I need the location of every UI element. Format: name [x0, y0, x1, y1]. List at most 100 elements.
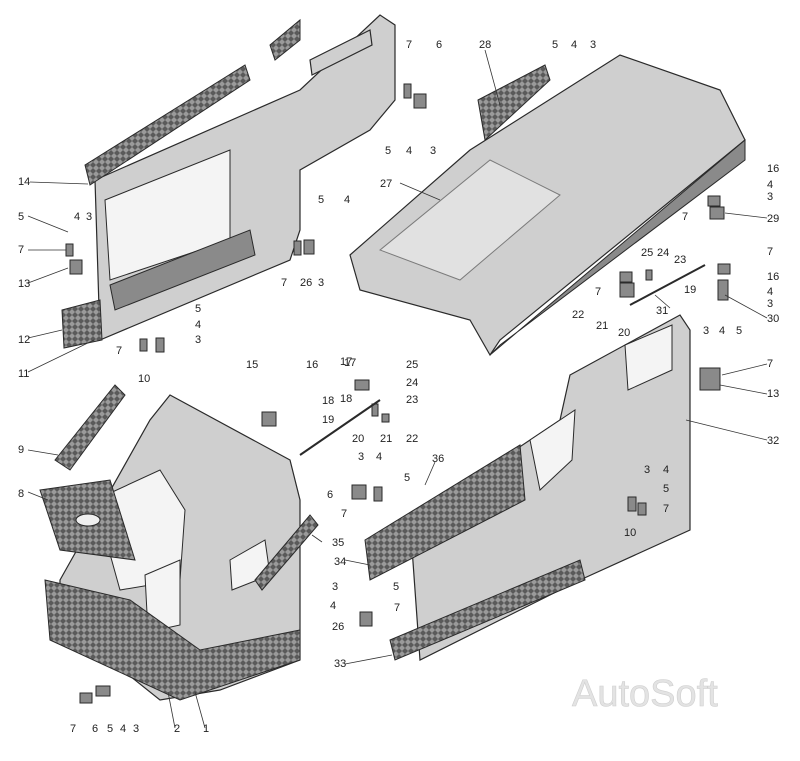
- callout-4: 4: [663, 464, 669, 476]
- callout-4: 4: [74, 211, 80, 223]
- callout-36: 36: [432, 453, 444, 465]
- callout-5: 5: [107, 723, 113, 735]
- callout-31: 31: [656, 305, 668, 317]
- callout-17: 17: [340, 356, 352, 368]
- callout-24: 24: [406, 377, 418, 389]
- callout-17: 17: [344, 357, 356, 369]
- callout-10: 10: [624, 527, 636, 539]
- right-step-upper: [364, 444, 526, 581]
- callout-5: 5: [404, 472, 410, 484]
- callout-5: 5: [393, 581, 399, 593]
- callout-28: 28: [479, 39, 491, 51]
- callout-7: 7: [663, 503, 669, 515]
- left-door-kick-plate: [61, 299, 103, 349]
- callout-8: 8: [18, 488, 24, 500]
- callout-5: 5: [195, 303, 201, 315]
- callout-5: 5: [663, 483, 669, 495]
- callout-7: 7: [394, 602, 400, 614]
- callout-10: 10: [138, 373, 150, 385]
- callout-1: 1: [203, 723, 209, 735]
- callout-5: 5: [552, 39, 558, 51]
- callout-22: 22: [572, 309, 584, 321]
- callout-23: 23: [674, 254, 686, 266]
- callout-16: 16: [767, 163, 779, 175]
- callout-35: 35: [332, 537, 344, 549]
- callout-5: 5: [385, 145, 391, 157]
- callout-16: 16: [306, 359, 318, 371]
- callout-19: 19: [684, 284, 696, 296]
- callout-25: 25: [641, 247, 653, 259]
- callout-3: 3: [590, 39, 596, 51]
- callout-9: 9: [18, 444, 24, 456]
- callout-7: 7: [341, 508, 347, 520]
- callout-25: 25: [406, 359, 418, 371]
- callout-15: 15: [246, 359, 258, 371]
- callout-32: 32: [767, 435, 779, 447]
- callout-11: 11: [18, 368, 29, 380]
- callout-3: 3: [133, 723, 139, 735]
- callout-13: 13: [18, 278, 30, 290]
- callout-3: 3: [86, 211, 92, 223]
- callout-7: 7: [281, 277, 287, 289]
- small-hardware: [65, 83, 731, 704]
- callout-7: 7: [18, 244, 24, 256]
- roof-strip: [477, 64, 551, 141]
- callout-4: 4: [344, 194, 350, 206]
- left-door-vertical-strip: [269, 18, 301, 61]
- front-bumper: [44, 579, 301, 701]
- right-side-panel: [409, 314, 691, 661]
- callout-4: 4: [330, 600, 336, 612]
- callout-4: 4: [120, 723, 126, 735]
- callout-4: 4: [767, 286, 773, 298]
- callout-21: 21: [596, 320, 608, 332]
- right-deflector: [254, 514, 319, 591]
- callout-30: 30: [767, 313, 779, 325]
- callout-7: 7: [70, 723, 76, 735]
- callout-14: 14: [18, 176, 30, 188]
- right-step-lower: [389, 559, 586, 661]
- callout-4: 4: [406, 145, 412, 157]
- callout-18: 18: [322, 395, 334, 407]
- callout-7: 7: [116, 345, 122, 357]
- callout-2: 2: [174, 723, 180, 735]
- watermark: AutoSoft: [572, 673, 718, 715]
- callout-6: 6: [327, 489, 333, 501]
- callout-29: 29: [767, 213, 779, 225]
- callout-13: 13: [767, 388, 779, 400]
- callout-4: 4: [195, 319, 201, 331]
- callout-5: 5: [736, 325, 742, 337]
- callout-4: 4: [719, 325, 725, 337]
- callout-3: 3: [767, 191, 773, 203]
- callout-4: 4: [571, 39, 577, 51]
- callout-5: 5: [318, 194, 324, 206]
- right-rod: [629, 264, 706, 306]
- callout-20: 20: [618, 327, 630, 339]
- callout-24: 24: [657, 247, 669, 259]
- callout-27: 27: [380, 178, 392, 190]
- callout-3: 3: [430, 145, 436, 157]
- callout-3: 3: [767, 298, 773, 310]
- callout-26: 26: [332, 621, 344, 633]
- callout-3: 3: [318, 277, 324, 289]
- callout-16: 16: [767, 271, 779, 283]
- callout-34: 34: [334, 556, 346, 568]
- grille-emblem: [75, 513, 101, 527]
- callout-20: 20: [352, 433, 364, 445]
- callout-6: 6: [436, 39, 442, 51]
- callout-7: 7: [767, 246, 773, 258]
- callout-26: 26: [300, 277, 312, 289]
- left-door-upper-strip: [84, 64, 251, 186]
- callout-18: 18: [340, 393, 352, 405]
- callout-3: 3: [703, 325, 709, 337]
- callout-7: 7: [406, 39, 412, 51]
- left-deflector: [54, 384, 126, 471]
- callout-4: 4: [767, 179, 773, 191]
- callout-7: 7: [595, 286, 601, 298]
- left-door-panel: [94, 14, 396, 341]
- callout-6: 6: [92, 723, 98, 735]
- leader-lines: [27, 49, 768, 729]
- callout-5: 5: [18, 211, 24, 223]
- callout-7: 7: [682, 211, 688, 223]
